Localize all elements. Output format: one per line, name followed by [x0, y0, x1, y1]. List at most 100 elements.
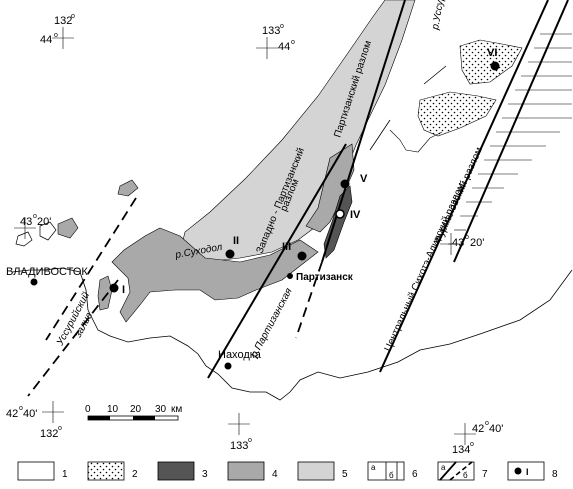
- locality-point-III: [297, 251, 307, 261]
- legend-swatch-1: [17, 461, 55, 481]
- locality-label-III: III: [282, 241, 291, 253]
- svg-text:o: o: [280, 23, 284, 30]
- svg-text:o: o: [291, 39, 295, 46]
- unit-4-area-east: [305, 143, 355, 233]
- unit-2-area-north: [459, 39, 523, 85]
- legend-num-4: 4: [272, 469, 278, 480]
- coordinate-crosses: [14, 27, 476, 445]
- legend-num-8: 8: [552, 469, 558, 480]
- locality-point-IV: [335, 209, 345, 219]
- svg-text:o: o: [470, 441, 474, 448]
- town-nakhodka-label: Находка: [218, 349, 262, 361]
- town-partizansk-label: Партизанск: [296, 272, 354, 283]
- svg-text:I: I: [526, 467, 529, 477]
- svg-text:20': 20': [470, 237, 484, 249]
- locality-point-V: [340, 179, 350, 189]
- svg-text:б: б: [463, 471, 468, 480]
- coord-label-6: 133 o: [230, 437, 252, 452]
- svg-text:40': 40': [489, 423, 503, 435]
- coastline-east: [389, 129, 443, 153]
- coastline: [11, 267, 573, 401]
- faults-dashed: [27, 197, 323, 397]
- legend-swatch-3: [157, 461, 195, 481]
- svg-text:20': 20': [37, 216, 51, 228]
- svg-text:а: а: [371, 463, 376, 472]
- legend-num-2: 2: [132, 469, 138, 480]
- legend-num-5: 5: [342, 469, 348, 480]
- unit-3-area: [323, 185, 353, 259]
- unit-4-area-small2: [57, 217, 79, 239]
- legend-swatch-8: I: [507, 461, 545, 481]
- coord-label-7: 42 o 40' 134 o: [452, 420, 503, 456]
- svg-text:o: o: [33, 213, 37, 220]
- scale-tick-20: 20: [130, 404, 142, 415]
- coord-label-5: 42 o 40' 132 o: [6, 405, 62, 440]
- river-ussuri-label: р.Уссури: [430, 0, 448, 32]
- faults-solid: [207, 0, 569, 379]
- locality-point-II: [225, 249, 235, 259]
- legend-swatch-5: [297, 461, 335, 481]
- coord-lon-132-bottom: 132: [40, 428, 58, 440]
- coord-label-4: 43 o 20': [452, 234, 484, 249]
- locality-points: [109, 61, 500, 293]
- legend-swatch-6: а б: [367, 461, 405, 481]
- legend: 1 2 3 4 5 а б 6 а б 7 I 8: [17, 461, 558, 481]
- locality-label-I: I: [122, 284, 125, 296]
- coord-lat-43-right: 43: [452, 237, 464, 249]
- svg-text:o: o: [19, 405, 23, 412]
- legend-swatch-2: [87, 461, 125, 481]
- coord-lat-43-left: 43: [20, 216, 32, 228]
- scale-tick-10: 10: [107, 404, 119, 415]
- svg-text:o: o: [71, 13, 75, 20]
- locality-label-V: V: [360, 173, 368, 185]
- coord-lon-133-top: 133: [262, 25, 280, 37]
- coord-lon-133-bottom: 133: [230, 440, 248, 452]
- unit-2-area-south: [417, 91, 497, 137]
- legend-num-1: 1: [62, 469, 68, 480]
- locality-point-I: [109, 283, 119, 293]
- svg-text:o: o: [465, 234, 469, 241]
- legend-num-6: 6: [412, 469, 418, 480]
- locality-label-II: II: [233, 235, 239, 247]
- town-partizansk-marker: [287, 273, 293, 279]
- scale-bar: 0 10 20 30 км: [85, 404, 182, 421]
- coord-lat-42-40-right: 42: [472, 423, 484, 435]
- scale-tick-0: 0: [85, 404, 91, 415]
- scale-unit: км: [171, 404, 182, 415]
- coord-label-3: 43 o 20': [20, 213, 51, 228]
- legend-num-3: 3: [202, 469, 208, 480]
- svg-text:o: o: [58, 425, 62, 432]
- unit-4-area-small3: [97, 275, 113, 311]
- legend-swatch-7: а б: [437, 461, 475, 481]
- town-nakhodka-marker: [224, 362, 232, 370]
- svg-text:o: o: [485, 420, 489, 427]
- coord-lon-134-bottom: 134: [452, 444, 470, 456]
- coord-lon-132-top: 132: [54, 15, 72, 27]
- coord-lat-44-left: 44: [40, 34, 52, 46]
- locality-point-VI: [490, 61, 500, 71]
- legend-num-7: 7: [482, 469, 488, 480]
- town-vladivostok-marker: [30, 278, 38, 286]
- locality-label-VI: VI: [487, 47, 497, 59]
- town-vladivostok-label: ВЛАДИВОСТОК: [6, 266, 88, 278]
- unit-4-area-main: [111, 227, 319, 323]
- locality-label-IV: IV: [350, 209, 361, 221]
- hatched-zone: [448, 33, 572, 245]
- coord-label-1: 132 o 44 o: [40, 13, 75, 46]
- coastline-islands: [15, 221, 57, 247]
- svg-text:б: б: [389, 471, 394, 480]
- svg-text:а: а: [441, 463, 446, 472]
- unit-4-area-small1: [117, 179, 139, 197]
- faults-thin: [369, 65, 447, 151]
- unit-5-area: [179, 0, 416, 263]
- svg-text:o: o: [54, 32, 58, 39]
- legend-swatch-4: [227, 461, 265, 481]
- svg-text:40': 40': [23, 408, 37, 420]
- coord-label-2: 133 o 44 o: [262, 23, 295, 53]
- coord-lat-44-right: 44: [278, 41, 290, 53]
- coord-lat-42-40-left: 42: [6, 408, 18, 420]
- svg-text:o: o: [248, 437, 252, 444]
- scale-tick-30: 30: [155, 404, 167, 415]
